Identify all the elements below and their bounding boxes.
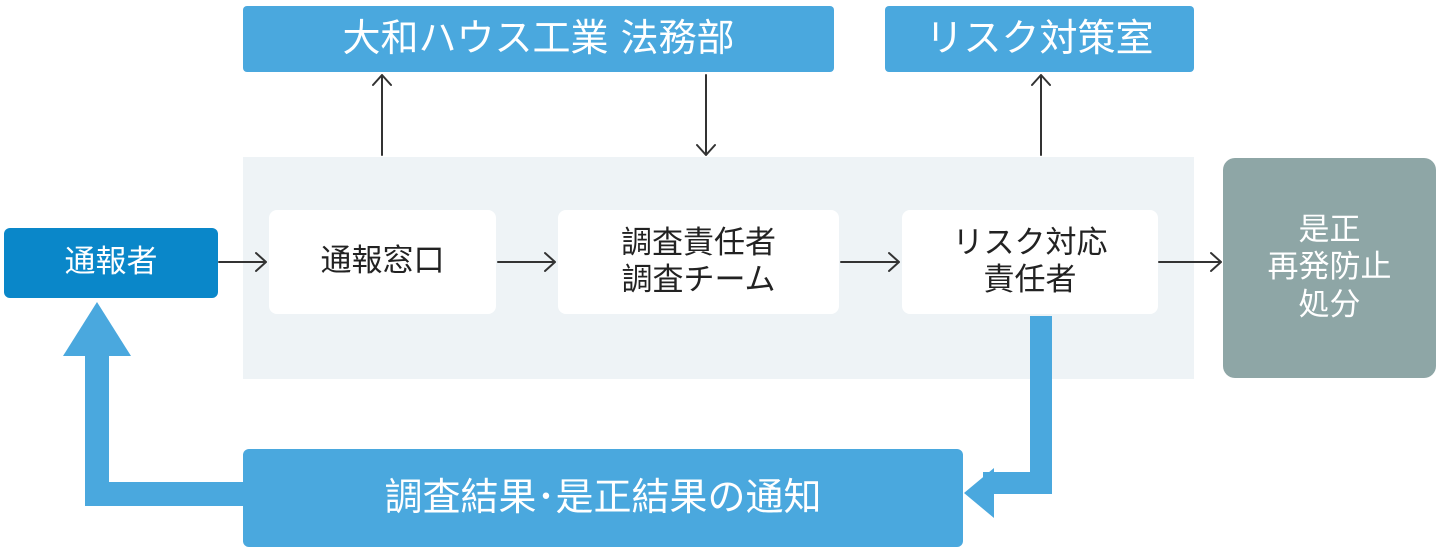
arrow-up-to-risk-office bbox=[1031, 74, 1051, 156]
investigation-team-box: 調査責任者 調査チーム bbox=[558, 210, 839, 314]
arrow-up-to-legal-department bbox=[372, 74, 392, 156]
notification-label: 調査結果･是正結果の通知 bbox=[384, 475, 822, 520]
arrow-risk-manager-to-correction bbox=[1158, 252, 1222, 272]
reporter-box: 通報者 bbox=[4, 228, 218, 298]
arrow-down-from-legal-department bbox=[696, 74, 716, 156]
feedback-arrow-head-notification bbox=[964, 468, 994, 518]
risk-office-box: リスク対策室 bbox=[885, 6, 1194, 72]
correction-box: 是正 再発防止 処分 bbox=[1223, 158, 1436, 378]
arrow-hotline-to-investigation bbox=[497, 252, 556, 272]
correction-label: 是正 再発防止 処分 bbox=[1267, 212, 1392, 323]
risk-manager-label: リスク対応 責任者 bbox=[952, 224, 1108, 298]
feedback-arrow-to-notification bbox=[983, 316, 1052, 494]
arrow-reporter-to-hotline bbox=[218, 252, 267, 272]
arrow-investigation-to-risk-manager bbox=[840, 252, 900, 272]
notification-box: 調査結果･是正結果の通知 bbox=[243, 449, 963, 547]
legal-department-box: 大和ハウス工業 法務部 bbox=[243, 6, 834, 72]
return-arrow-to-reporter bbox=[85, 350, 243, 506]
return-arrow-head-reporter bbox=[63, 302, 131, 356]
risk-office-label: リスク対策室 bbox=[925, 16, 1154, 61]
hotline-box: 通報窓口 bbox=[269, 210, 496, 314]
legal-department-label: 大和ハウス工業 法務部 bbox=[342, 16, 735, 61]
hotline-label: 通報窓口 bbox=[320, 243, 445, 280]
reporter-label: 通報者 bbox=[64, 244, 158, 281]
risk-manager-box: リスク対応 責任者 bbox=[902, 210, 1158, 314]
investigation-team-label: 調査責任者 調査チーム bbox=[621, 224, 776, 298]
